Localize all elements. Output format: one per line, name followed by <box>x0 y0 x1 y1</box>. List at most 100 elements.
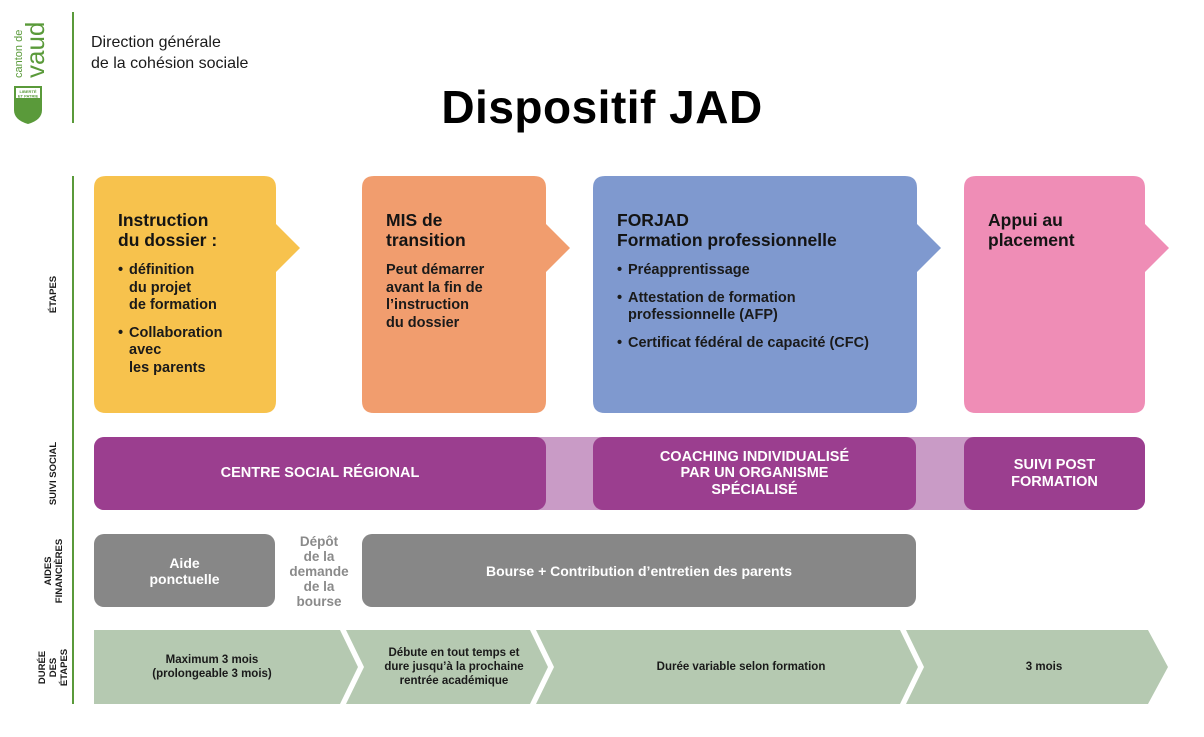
aid-ponctuelle: Aide ponctuelle <box>94 534 275 607</box>
duration-segment-2 <box>346 630 548 704</box>
step-mis-content: MIS de transition Peut démarrer avant la… <box>386 210 552 332</box>
bullet-text: Préapprentissage <box>628 262 750 278</box>
step-mis-title-line2: transition <box>386 230 466 250</box>
duration-text-3: Durée variable selon formation <box>554 630 928 704</box>
aid-bourse-label: Bourse + Contribution d’entretien des pa… <box>485 562 793 579</box>
step-forjad-title: FORJAD Formation professionnelle <box>617 210 923 250</box>
bullet-afp: Attestation de formation professionnelle… <box>617 290 923 325</box>
bullet-text: avec <box>129 342 162 358</box>
aid-bourse: Bourse + Contribution d’entretien des pa… <box>362 534 916 607</box>
social-coaching-line3: SPÉCIALISÉ <box>711 481 798 498</box>
description-line: Peut démarrer <box>386 262 485 278</box>
step-forjad-content: FORJAD Formation professionnelle Préappr… <box>617 210 923 362</box>
row-label-duree: DURÉE DES ÉTAPES <box>38 630 71 704</box>
aid-depot-line: bourse <box>296 594 342 609</box>
row-label-aides-financieres: AIDES FINANCIÈRES <box>40 534 68 607</box>
step-appui-title: Appui au placement <box>988 210 1150 250</box>
bullet-text: du projet <box>129 279 192 296</box>
social-centre-regional: CENTRE SOCIAL RÉGIONAL <box>94 437 546 510</box>
row-label-suivi-social: SUIVI SOCIAL <box>40 437 68 510</box>
row-label-aides-text: AIDES FINANCIÈRES <box>43 538 65 602</box>
aid-depot-line: demande <box>289 564 349 579</box>
aid-depot-demande: Dépôt de la demande de la bourse <box>282 534 356 609</box>
bullet-text: les parents <box>129 359 206 376</box>
social-suivi-post-line1: SUIVI POST <box>1013 457 1096 473</box>
step-instruction-title-line2: du dossier : <box>118 230 218 250</box>
duration-line: 3 mois <box>1025 661 1063 673</box>
step-mis-title-line1: MIS de <box>386 210 443 230</box>
bullet-cfc: Certificat fédéral de capacité (CFC) <box>617 335 923 353</box>
duration-line: rentrée académique <box>399 675 509 687</box>
logo-divider <box>72 12 74 123</box>
social-centre-regional-label: CENTRE SOCIAL RÉGIONAL <box>220 465 420 482</box>
description-line: du dossier <box>386 314 460 331</box>
duration-line: dure jusqu’à la prochaine <box>384 661 524 673</box>
duration-segment-3 <box>536 630 918 704</box>
bullet-definition-projet: définition du projet de formation <box>118 262 282 315</box>
duration-text-4: 3 mois <box>924 630 1164 704</box>
social-suivi-post-label: SUIVI POST FORMATION <box>1011 457 1098 490</box>
row-label-aides-line2: FINANCIÈRES <box>54 538 65 603</box>
bullet-text: de formation <box>129 297 217 313</box>
bullet-collaboration-parents: Collaboration avec les parents <box>118 325 282 378</box>
description-line: l’instruction <box>386 297 469 313</box>
rows-divider <box>72 176 74 704</box>
duration-segment-4 <box>906 630 1168 704</box>
canton-de-vaud-logo: canton de vaud LIBERTÉ ET PATRIE <box>13 22 48 124</box>
bullet-preapprentissage: Préapprentissage <box>617 262 923 280</box>
step-instruction-title: Instruction du dossier : <box>118 210 282 250</box>
bullet-text: Collaboration <box>129 324 223 341</box>
org-line-2: de la cohésion sociale <box>91 55 249 72</box>
social-coaching-line1: COACHING INDIVIDUALISÉ <box>659 448 850 465</box>
row-label-duree-text: DURÉE DES ÉTAPES <box>38 648 71 685</box>
step-mis-title: MIS de transition <box>386 210 552 250</box>
duration-segment-1 <box>94 630 358 704</box>
duration-line: Débute en tout temps et <box>388 647 520 659</box>
row-label-suivi-social-text: SUIVI SOCIAL <box>48 441 60 506</box>
step-appui-title-line2: placement <box>988 230 1075 250</box>
aid-depot-line: Dépôt <box>299 534 339 549</box>
duration-chevrons <box>94 630 1168 704</box>
row-label-duree-line1: DURÉE <box>37 650 49 684</box>
row-label-aides-line1: AIDES <box>43 555 54 586</box>
row-label-duree-line3: ÉTAPES <box>59 648 71 686</box>
bullet-text: Attestation de formation <box>628 289 796 306</box>
step-instruction-content: Instruction du dossier : définition du p… <box>118 210 282 387</box>
aid-depot-line: de la <box>303 549 335 564</box>
step-appui-placement: Appui au placement <box>964 176 1170 413</box>
organization-name: Direction générale de la cohésion social… <box>91 32 248 74</box>
bullet-text: professionnelle (AFP) <box>628 307 778 323</box>
seal-text-top: LIBERTÉ <box>19 89 36 94</box>
description-line: avant la fin de <box>386 279 483 296</box>
seal-text-bottom: ET PATRIE <box>18 94 39 99</box>
social-coaching: COACHING INDIVIDUALISÉ PAR UN ORGANISME … <box>593 437 916 510</box>
step-forjad-bullets: Préapprentissage Attestation de formatio… <box>617 262 923 352</box>
step-mis-description: Peut démarrer avant la fin de l’instruct… <box>386 262 552 332</box>
aid-ponctuelle-label: Aide ponctuelle <box>149 555 219 587</box>
step-forjad-title-line1: FORJAD <box>617 210 689 230</box>
duration-line: (prolongeable 3 mois) <box>152 668 272 680</box>
social-coaching-label: COACHING INDIVIDUALISÉ PAR UN ORGANISME … <box>660 449 849 499</box>
row-label-etapes-text: ÉTAPES <box>48 275 60 314</box>
bullet-text: Certificat fédéral de capacité (CFC) <box>628 334 869 351</box>
step-forjad-title-line2: Formation professionnelle <box>617 230 837 250</box>
duration-text-1-inner: Maximum 3 mois (prolongeable 3 mois) <box>152 653 272 681</box>
duration-line: Durée variable selon formation <box>656 661 826 673</box>
social-suivi-post-line2: FORMATION <box>1011 473 1098 490</box>
aid-depot-line: de la <box>303 579 335 594</box>
step-mis-transition: MIS de transition Peut démarrer avant la… <box>362 176 572 413</box>
step-instruction-title-line1: Instruction <box>118 210 209 230</box>
step-forjad: FORJAD Formation professionnelle Préappr… <box>593 176 943 413</box>
step-appui-content: Appui au placement <box>988 210 1150 262</box>
org-line-1: Direction générale <box>91 34 221 51</box>
duration-line: Maximum 3 mois <box>165 654 259 666</box>
duration-text-1: Maximum 3 mois (prolongeable 3 mois) <box>94 630 330 704</box>
social-coaching-line2: PAR UN ORGANISME <box>680 465 829 482</box>
duration-text-2: Débute en tout temps et dure jusqu’à la … <box>364 630 544 704</box>
step-instruction-dossier: Instruction du dossier : définition du p… <box>94 176 302 413</box>
step-instruction-bullets: définition du projet de formation Collab… <box>118 262 282 377</box>
aid-ponctuelle-line1: Aide <box>169 554 200 571</box>
social-suivi-post: SUIVI POST FORMATION <box>964 437 1145 510</box>
logo-text-vaud: vaud <box>20 22 48 78</box>
row-label-duree-line2: DES <box>48 657 60 677</box>
